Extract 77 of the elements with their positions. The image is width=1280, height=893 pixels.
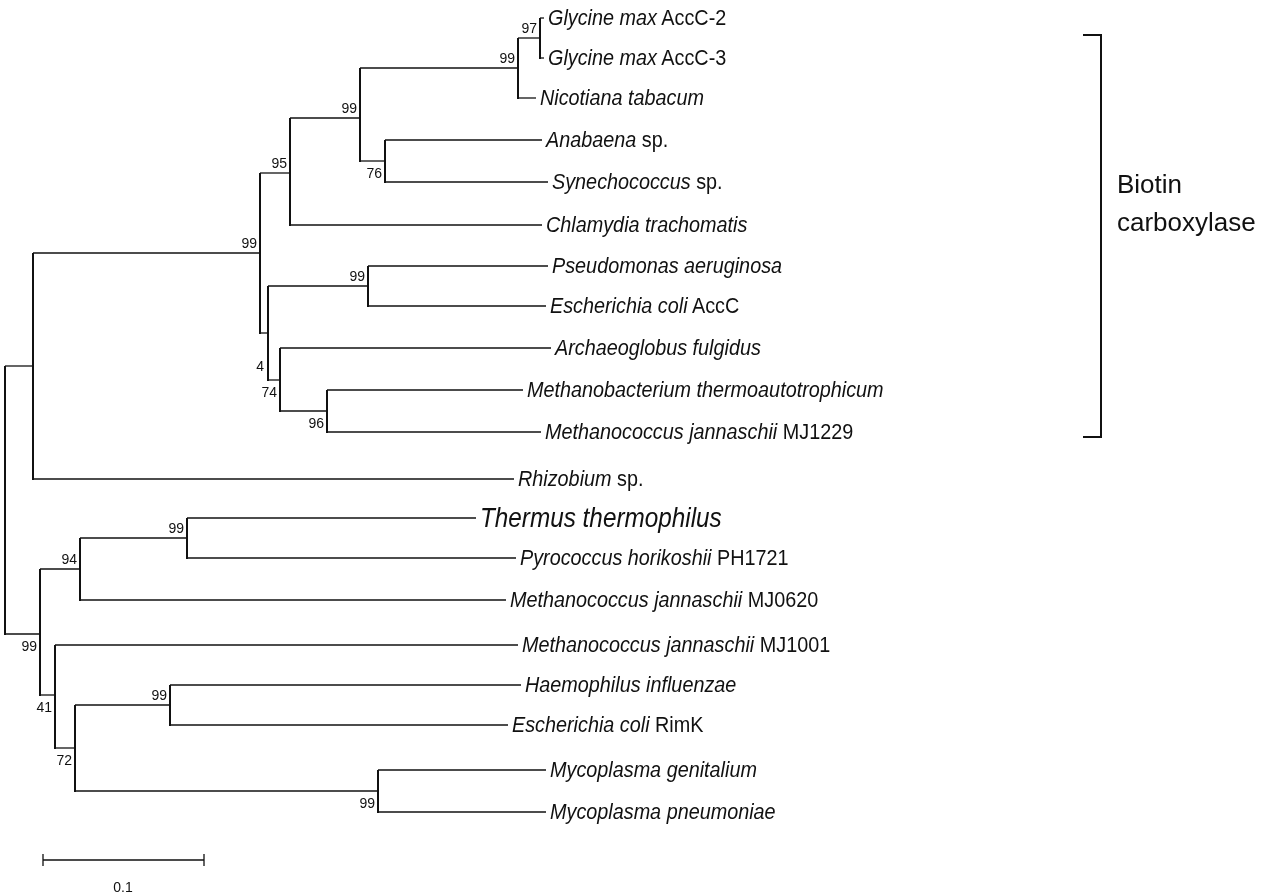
branch-line: [359, 67, 519, 69]
taxon-label: Methanobacterium thermoautotrophicum: [527, 378, 884, 402]
branch-line: [279, 347, 552, 349]
branch-line: [54, 747, 76, 749]
bootstrap-value: 97: [521, 21, 537, 35]
taxon-label: Haemophilus influenzae: [525, 673, 737, 697]
group-label: Biotin carboxylase: [1117, 168, 1257, 239]
branch-line: [267, 285, 369, 287]
taxon-label: Glycine max AccC-2: [548, 6, 727, 30]
branch-line: [79, 537, 188, 539]
branch-line: [517, 97, 537, 99]
branch-line: [32, 252, 261, 254]
bootstrap-value: 99: [499, 51, 515, 65]
branch-line: [539, 17, 545, 19]
bootstrap-value: 74: [261, 385, 277, 399]
branch-line: [359, 160, 386, 162]
branch-line: [39, 568, 81, 570]
taxon-label: Methanococcus jannaschii MJ1001: [522, 633, 831, 657]
bootstrap-value: 96: [308, 416, 324, 430]
branch-line: [259, 332, 269, 334]
branch-line: [32, 478, 515, 480]
taxon-label: Methanococcus jannaschii MJ0620: [510, 588, 819, 612]
taxon-label: Methanococcus jannaschii MJ1229: [545, 420, 854, 444]
branch-line: [326, 431, 542, 433]
branch-line: [377, 811, 547, 813]
taxon-label: Rhizobium sp.: [518, 467, 644, 491]
branch-line: [267, 379, 281, 381]
branch-line: [39, 694, 56, 696]
taxon-label: Glycine max AccC-3: [548, 46, 727, 70]
branch-line: [54, 644, 519, 646]
branch-line: [74, 790, 379, 792]
branch-line: [169, 684, 522, 686]
bootstrap-value: 99: [341, 101, 357, 115]
bootstrap-value: 99: [21, 639, 37, 653]
taxon-label: Synechococcus sp.: [552, 170, 723, 194]
taxon-label: Nicotiana tabacum: [540, 86, 704, 110]
taxon-label: Mycoplasma genitalium: [550, 758, 757, 782]
branch-line: [384, 139, 543, 141]
branch-line: [367, 305, 547, 307]
branch-line: [539, 57, 545, 59]
branch-line: [186, 517, 477, 519]
bootstrap-value: 99: [359, 796, 375, 810]
branch-line: [4, 365, 34, 367]
taxon-label: Mycoplasma pneumoniae: [550, 800, 776, 824]
taxon-label: Chlamydia trachomatis: [546, 213, 748, 237]
bootstrap-value: 4: [256, 359, 264, 373]
branch-line: [79, 599, 507, 601]
branch-line: [326, 389, 524, 391]
branch-line: [289, 224, 543, 226]
bootstrap-value: 72: [56, 753, 72, 767]
taxon-label: Thermus thermophilus: [480, 503, 722, 533]
bootstrap-value: 99: [168, 521, 184, 535]
taxon-label: Escherichia coli RimK: [512, 713, 704, 737]
taxon-label: Archaeoglobus fulgidus: [555, 336, 761, 360]
branch-line: [169, 724, 509, 726]
bootstrap-value: 95: [271, 156, 287, 170]
bootstrap-value: 99: [151, 688, 167, 702]
bootstrap-value: 99: [241, 236, 257, 250]
branch-line: [289, 117, 361, 119]
branch-line: [259, 172, 291, 174]
bootstrap-value: 41: [36, 700, 52, 714]
taxon-label: Anabaena sp.: [546, 128, 669, 152]
bootstrap-value: 94: [61, 552, 77, 566]
bootstrap-value: 76: [366, 166, 382, 180]
taxon-label: Pseudomonas aeruginosa: [552, 254, 783, 278]
scale-label: 0.1: [113, 878, 133, 893]
branch-line: [74, 704, 171, 706]
branch-line: [384, 181, 549, 183]
branch-line: [4, 633, 41, 635]
branch-line: [279, 410, 328, 412]
taxon-label: Escherichia coli AccC: [550, 294, 740, 318]
branch-line: [517, 37, 541, 39]
branch-line: [186, 557, 517, 559]
branch-line: [377, 769, 547, 771]
bootstrap-value: 99: [349, 269, 365, 283]
branch-line: [367, 265, 549, 267]
taxon-label: Pyrococcus horikoshii PH1721: [520, 546, 789, 570]
